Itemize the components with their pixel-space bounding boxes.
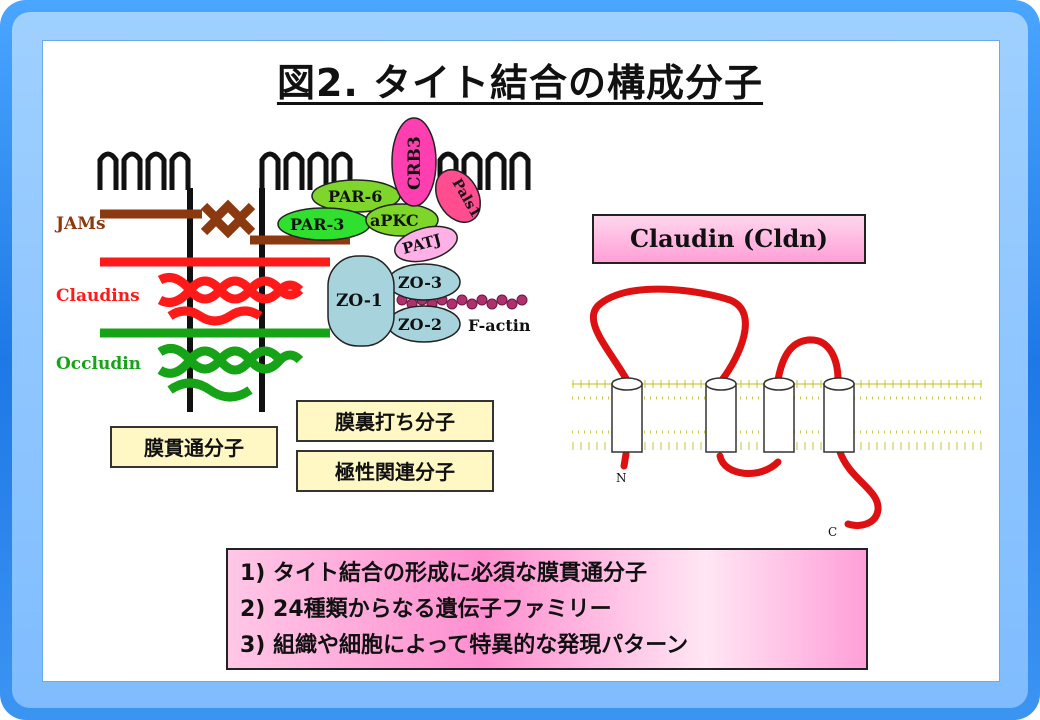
microvilli-left xyxy=(97,151,191,190)
par6-label: PAR-6 xyxy=(328,187,382,206)
par3-label: PAR-3 xyxy=(290,215,344,234)
note-3: 3) 組織や細胞によって特異的な発現パターン xyxy=(240,633,689,658)
note-1: 1) タイト結合の形成に必須な膜貫通分子 xyxy=(240,561,648,586)
apkc-label: aPKC xyxy=(370,211,419,230)
crb3-protein xyxy=(391,117,437,207)
microvilli-right xyxy=(259,151,531,190)
occludin-molecules xyxy=(100,328,330,402)
note-2: 2) 24種類からなる遺伝子ファミリー xyxy=(240,597,612,622)
zo2-label: ZO-2 xyxy=(398,315,442,334)
claudin-chain xyxy=(590,285,882,529)
claudins-molecules xyxy=(100,257,330,326)
c-terminus-label: C xyxy=(828,525,837,539)
f-actin-label: F-actin xyxy=(468,316,531,335)
scaffold-box: 膜裏打ち分子 xyxy=(296,400,494,442)
pals1-protein xyxy=(434,169,482,223)
occludin-label: Occludin xyxy=(56,354,142,374)
zo3-label: ZO-3 xyxy=(398,273,442,292)
jams-label: JAMs xyxy=(56,214,106,234)
claudin-notes-box: 1) タイト結合の形成に必須な膜貫通分子 2) 24種類からなる遺伝子ファミリー… xyxy=(226,548,868,670)
n-terminus-label: N xyxy=(616,471,627,485)
polarity-box: 極性関連分子 xyxy=(296,450,494,492)
slide-title: 図2. タイト結合の構成分子 xyxy=(276,61,764,105)
crb3-label: CRB3 xyxy=(405,136,425,190)
claudins-label: Claudins xyxy=(56,286,140,306)
zo1-protein xyxy=(327,255,395,347)
patj-protein xyxy=(394,225,458,263)
apkc-protein xyxy=(365,203,439,237)
transmembrane-box: 膜貫通分子 xyxy=(110,426,278,468)
transmembrane-helices xyxy=(611,377,855,453)
zo1-label: ZO-1 xyxy=(336,291,383,311)
claudin-title-box: Claudin (Cldn) xyxy=(592,214,866,264)
